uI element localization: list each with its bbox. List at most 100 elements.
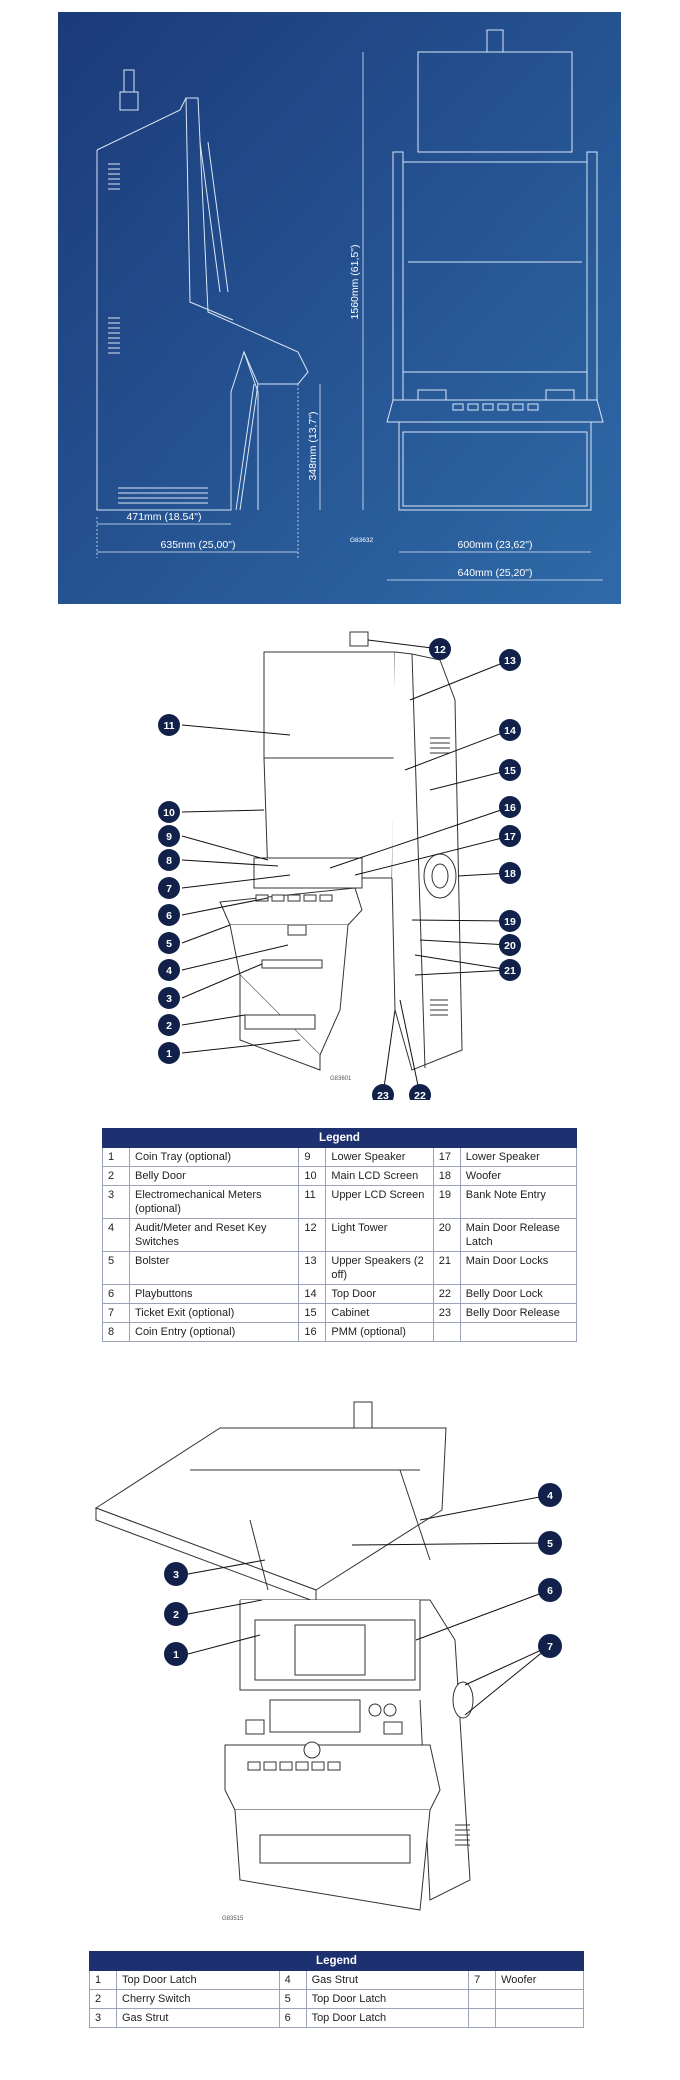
legend-description: Lower Speaker bbox=[459, 1147, 578, 1167]
legend-description: Top Door Latch bbox=[305, 1989, 470, 2009]
legend-number: 8 bbox=[102, 1322, 130, 1342]
callout-label: 23 bbox=[377, 1090, 389, 1100]
legend-description: Top Door bbox=[325, 1284, 434, 1304]
callout-label: 15 bbox=[504, 765, 516, 777]
legend-title: Legend bbox=[102, 1128, 577, 1148]
legend-number: 14 bbox=[298, 1284, 327, 1304]
legend-number: 17 bbox=[432, 1147, 461, 1167]
callout-label: 20 bbox=[504, 940, 516, 952]
legend-description: Playbuttons bbox=[128, 1284, 300, 1304]
callout-badge bbox=[158, 959, 180, 981]
callout-badge bbox=[499, 862, 521, 884]
legend-description bbox=[495, 2008, 584, 2028]
callout-label: 19 bbox=[504, 916, 516, 928]
callout-badge bbox=[538, 1531, 562, 1555]
callout-label: 2 bbox=[173, 1609, 179, 1621]
legend-description: Ticket Exit (optional) bbox=[128, 1303, 300, 1323]
legend-description: Belly Door Lock bbox=[459, 1284, 578, 1304]
callout-badge bbox=[409, 1084, 431, 1100]
cabinet-drawing bbox=[219, 631, 463, 1071]
legend-number: 1 bbox=[102, 1147, 130, 1167]
callout-badge bbox=[499, 959, 521, 981]
callout-badge bbox=[158, 987, 180, 1009]
leader-lines bbox=[181, 639, 511, 1096]
legend-description: Top Door Latch bbox=[305, 2008, 470, 2028]
callout-label: 21 bbox=[504, 965, 516, 977]
legend-description: Bolster bbox=[128, 1251, 300, 1285]
legend-description: Bank Note Entry bbox=[459, 1185, 578, 1219]
legend-description bbox=[495, 1989, 584, 2009]
dimension-width-total: 640mm (25,20") bbox=[458, 567, 533, 579]
callout-label: 18 bbox=[504, 868, 516, 880]
side-view-outline bbox=[96, 69, 309, 511]
legend-description: Audit/Meter and Reset Key Switches bbox=[128, 1218, 300, 1252]
dimension-depth-total: 635mm (25,00") bbox=[161, 539, 236, 551]
legend-number: 13 bbox=[298, 1251, 327, 1285]
legend-number: 15 bbox=[298, 1303, 327, 1323]
blueprint-background bbox=[58, 12, 621, 604]
legend-number: 19 bbox=[432, 1185, 461, 1219]
callout-badge bbox=[429, 638, 451, 660]
legend-number: 23 bbox=[432, 1303, 461, 1323]
legend-description: Gas Strut bbox=[305, 1970, 470, 1990]
callout-label: 4 bbox=[166, 965, 172, 977]
callout-badge bbox=[158, 932, 180, 954]
callout-badge bbox=[499, 759, 521, 781]
dimension-height-total: 1560mm (61,5") bbox=[349, 245, 361, 320]
legend-number: 1 bbox=[89, 1970, 117, 1990]
legend-number: 4 bbox=[102, 1218, 130, 1252]
legend-number: 2 bbox=[102, 1166, 130, 1186]
callout-badge bbox=[158, 849, 180, 871]
callout-label: 12 bbox=[434, 644, 446, 656]
legend-number: 21 bbox=[432, 1251, 461, 1285]
legend-number: 12 bbox=[298, 1218, 327, 1252]
callout-badge bbox=[164, 1642, 188, 1666]
legend-number bbox=[468, 1989, 497, 2009]
legend-description: Belly Door bbox=[128, 1166, 300, 1186]
legend-number: 10 bbox=[298, 1166, 327, 1186]
dimension-lines bbox=[96, 52, 603, 581]
legend-title: Legend bbox=[89, 1951, 584, 1971]
legend-description bbox=[459, 1322, 578, 1342]
legend-number: 3 bbox=[89, 2008, 117, 2028]
callout-badge bbox=[158, 825, 180, 847]
legend-number: 20 bbox=[432, 1218, 461, 1252]
legend-description: Woofer bbox=[459, 1166, 578, 1186]
dimension-depth-base: 471mm (18.54") bbox=[127, 511, 202, 523]
callout-badge bbox=[158, 1042, 180, 1064]
legend-number: 16 bbox=[298, 1322, 327, 1342]
legend-description: Cherry Switch bbox=[116, 1989, 280, 2009]
callout-label: 7 bbox=[547, 1641, 553, 1653]
component-diagram: 1 2 3 4 5 6 7 8 9 10 11 12 13 14 15 16 1… bbox=[158, 631, 521, 1100]
callout-label: 11 bbox=[163, 720, 174, 732]
callout-badge bbox=[538, 1578, 562, 1602]
legend-number: 11 bbox=[298, 1185, 327, 1219]
legend-description: Cabinet bbox=[325, 1303, 434, 1323]
legend-description: Light Tower bbox=[325, 1218, 434, 1252]
callout-badge bbox=[158, 904, 180, 926]
callout-label: 9 bbox=[166, 831, 172, 843]
callout-label: 6 bbox=[166, 910, 172, 922]
legend-description: Coin Entry (optional) bbox=[128, 1322, 300, 1342]
legend-number: 4 bbox=[278, 1970, 307, 1990]
legend-description: Top Door Latch bbox=[116, 1970, 280, 1990]
callout-label: 5 bbox=[547, 1538, 553, 1550]
callout-label: 16 bbox=[504, 802, 516, 814]
callout-badge bbox=[158, 714, 180, 736]
legend-number: 7 bbox=[102, 1303, 130, 1323]
figure-code: G83601 bbox=[330, 1076, 352, 1082]
callout-label: 3 bbox=[173, 1569, 179, 1581]
callout-label: 7 bbox=[166, 883, 172, 895]
callout-label: 17 bbox=[504, 831, 516, 843]
legend-description: Main Door Locks bbox=[459, 1251, 578, 1285]
callout-label: 14 bbox=[504, 725, 516, 737]
